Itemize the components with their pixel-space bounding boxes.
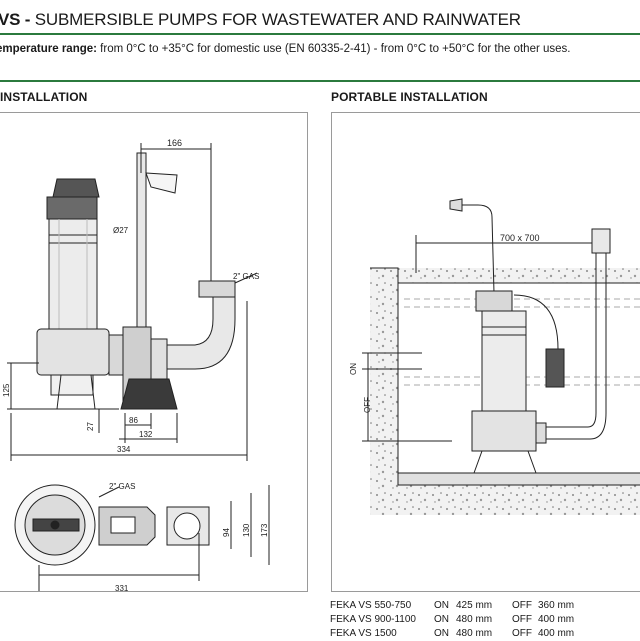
row-model: FEKA VS 1500 xyxy=(330,628,397,639)
dim-166: 166 xyxy=(167,138,182,148)
series-code: VS xyxy=(0,10,21,29)
dim-130: 130 xyxy=(242,523,251,537)
dim-173: 173 xyxy=(260,523,269,537)
row-on: ON xyxy=(434,614,449,625)
base-foot xyxy=(120,378,178,410)
row-on-value: 480 mm xyxy=(456,614,493,625)
auto-coupling xyxy=(108,334,124,376)
dim-331: 331 xyxy=(115,584,129,591)
guide-rail xyxy=(136,152,147,332)
portable-installation-title: PORTABLE INSTALLATION xyxy=(331,90,488,104)
portable-pump-volute xyxy=(471,410,537,452)
portable-pump-body xyxy=(481,310,527,412)
dim-334: 334 xyxy=(117,445,131,454)
installation-drawing: 166 Ø27 2" GAS 125 27 86 132 334 2" GAS … xyxy=(2,138,270,606)
power-cable xyxy=(477,204,495,294)
temperature-range: emperature range: from 0°C to +35°C for … xyxy=(0,43,570,55)
dim-125: 125 xyxy=(2,383,11,397)
dim-27-dia: Ø27 xyxy=(113,226,129,235)
on-label: ON xyxy=(349,363,358,375)
dim-86: 86 xyxy=(129,416,138,425)
row-off-value: 400 mm xyxy=(538,614,575,625)
installation-title: INSTALLATION xyxy=(0,90,88,104)
rail-bracket xyxy=(145,172,178,194)
dim-27: 27 xyxy=(86,422,95,431)
pump-handle xyxy=(52,178,100,198)
row-model: FEKA VS 900-1100 xyxy=(330,614,416,625)
portable-installation-drawing: 700 x 700 ON OFF xyxy=(349,198,640,515)
temperature-text: from 0°C to +35°C for domestic use (EN 6… xyxy=(96,43,571,55)
discharge-hose xyxy=(546,253,597,428)
row-on: ON xyxy=(434,628,449,639)
title-dash: - xyxy=(20,10,35,29)
pump-volute xyxy=(36,328,110,376)
dim-700: 700 x 700 xyxy=(500,233,540,243)
temperature-label: emperature range: xyxy=(0,43,97,55)
pump-motor-body xyxy=(48,218,98,330)
gas-2-side: 2" GAS xyxy=(233,272,259,281)
row-on: ON xyxy=(434,600,449,611)
title-text: SUBMERSIBLE PUMPS FOR WASTEWATER AND RAI… xyxy=(34,10,521,29)
row-off-value: 360 mm xyxy=(538,600,575,611)
discharge-flange xyxy=(198,280,236,298)
pump-cable-box xyxy=(46,196,98,220)
dim-132: 132 xyxy=(139,430,153,439)
portable-installation-panel: 700 x 700 ON OFF xyxy=(331,112,640,592)
row-on-value: 425 mm xyxy=(456,600,493,611)
off-label: OFF xyxy=(363,397,372,413)
page-title: VS - SUBMERSIBLE PUMPS FOR WASTEWATER AN… xyxy=(0,10,521,30)
float-switch xyxy=(545,348,565,388)
dim-94: 94 xyxy=(222,528,231,537)
gas-2-top: 2" GAS xyxy=(109,482,135,491)
hose-outlet xyxy=(591,228,611,254)
row-model: FEKA VS 550-750 xyxy=(330,600,412,611)
pit-floor xyxy=(397,472,640,486)
row-off-value: 400 mm xyxy=(538,628,575,639)
installation-panel: 166 Ø27 2" GAS 125 27 86 132 334 2" GAS … xyxy=(0,112,308,606)
subheader-rule xyxy=(0,80,640,82)
row-off: OFF xyxy=(512,628,532,639)
discharge-elbow xyxy=(166,296,236,370)
row-on-value: 480 mm xyxy=(456,628,493,639)
row-off: OFF xyxy=(512,600,532,611)
portable-pump-top xyxy=(475,290,513,312)
row-off: OFF xyxy=(512,614,532,625)
header-rule xyxy=(0,33,640,35)
float-cable xyxy=(513,294,559,350)
